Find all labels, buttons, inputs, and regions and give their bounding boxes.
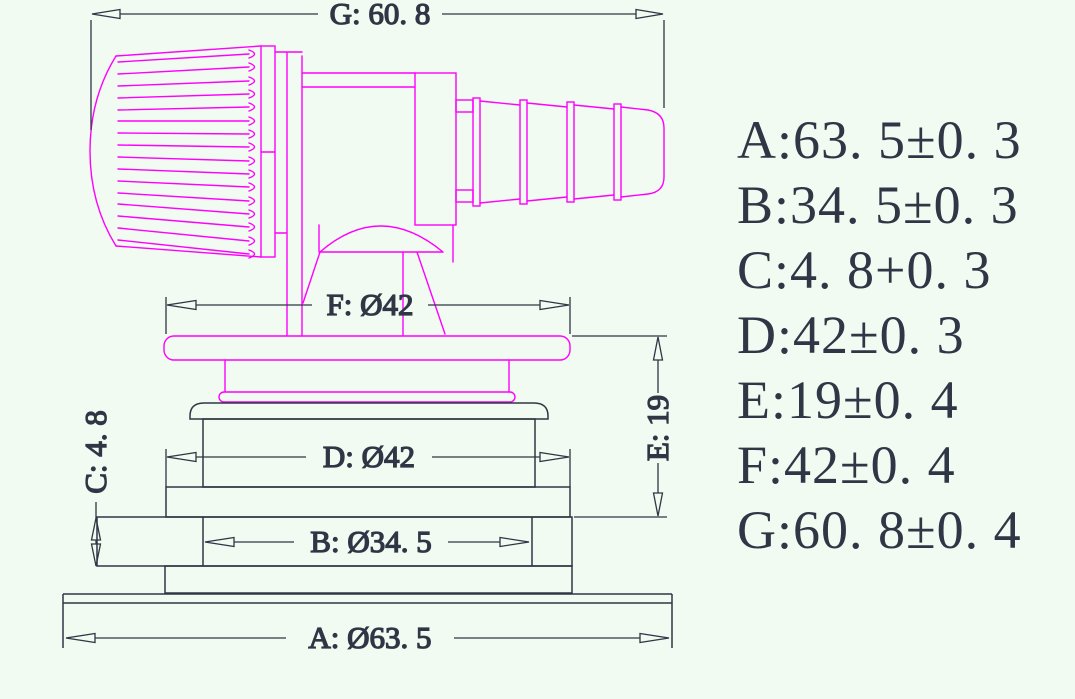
base-plate [62,593,673,648]
arrow-left [65,632,96,644]
elbow-body [302,224,454,336]
knob-left-cap [89,55,117,247]
knob-bottom-edge [115,245,262,258]
lower-cap [189,402,549,420]
stem-link [301,72,416,88]
dimension-D: D: Ø42 [165,438,571,487]
arrow-down [90,543,102,567]
section-lower [164,565,573,594]
dim-label-b: B: Ø34. 5 [310,524,431,559]
dimension-G: G: 60. 8 [90,0,665,130]
tolerance-item-e: E:19±0. 4 [737,370,959,430]
arrow-right [499,536,530,548]
tolerance-item-g: G:60. 8±0. 4 [737,500,1022,560]
arrow-right [539,299,570,311]
dimension-E: E: 19 [572,335,676,518]
dim-label-e: E: 19 [640,395,675,461]
tolerance-item-b: B:34. 5±0. 3 [737,175,1019,235]
arrow-right [635,8,664,20]
arrow-up [652,336,664,361]
dim-label-f: F: Ø42 [327,287,414,322]
section-d [165,486,571,518]
lower-body-outline [62,402,673,648]
fitting-outline [89,45,665,403]
dimension-B: B: Ø34. 5 [204,523,530,560]
tolerance-legend: A:63. 5±0. 3 B:34. 5±0. 3 C:4. 8+0. 3 D:… [737,108,1022,563]
arrow-up [90,517,102,541]
dim-label-a: A: Ø63. 5 [308,620,431,655]
flange [163,335,571,361]
barb-cones [479,100,615,204]
tolerance-item-a: A:63. 5±0. 3 [737,110,1022,170]
body-nub-top [455,99,474,113]
arrow-left [91,8,121,20]
dim-label-c: C: 4. 8 [78,410,113,494]
extension-lines [165,449,571,487]
arrow-down [652,492,664,517]
tolerance-item-f: F:42±0. 4 [737,435,956,495]
dimension-C: C: 4. 8 [77,410,114,567]
dim-label-d: D: Ø42 [323,439,415,474]
arrow-left [204,536,235,548]
fitting-drawing: G: 60. 8 F: Ø42 D: Ø42 B: Ø34. 5 [62,0,676,656]
extension-lines [90,20,665,130]
arrow-left [166,451,197,463]
body-nub-bottom [455,189,474,203]
arrow-left [166,299,197,311]
section-c-inner-edges [202,517,533,566]
tolerance-item-d: D:42±0. 3 [737,305,965,365]
extension-lines [572,335,667,518]
arrow-right [639,632,670,644]
barb-tip [620,106,665,198]
dim-label-g: G: 60. 8 [330,0,431,31]
dimension-lines: G: 60. 8 F: Ø42 D: Ø42 B: Ø34. 5 [65,0,676,656]
knurl-ridges [117,49,256,259]
extension-lines [165,297,571,334]
arrow-right [539,451,570,463]
dimension-A: A: Ø63. 5 [65,619,670,656]
neck [218,359,516,403]
knob-top-edge [115,45,262,57]
body-block [414,72,457,226]
hose-barb [472,97,665,207]
knurled-knob [89,45,276,259]
stem [274,51,416,337]
dimension-F: F: Ø42 [165,286,571,334]
tolerance-item-c: C:4. 8+0. 3 [737,240,992,300]
